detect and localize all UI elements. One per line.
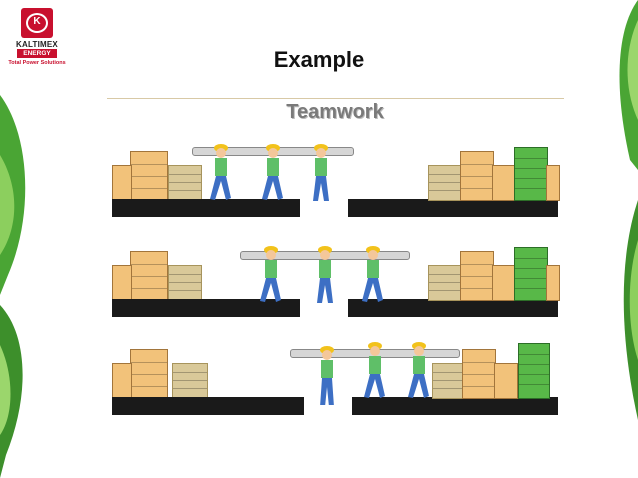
scene-row-1 [110,143,560,223]
building-right-green [514,247,548,301]
logo-tagline: Total Power Solutions [8,60,66,66]
building-left [130,251,168,301]
building-left-low [112,165,132,201]
right-ledge [348,299,558,317]
logo-emblem-icon: K [21,8,53,38]
building-right-small [428,165,462,201]
worker-figure [313,144,329,201]
left-ledge [112,397,304,415]
logo-energy-label: ENERGY [17,49,57,58]
worker-figure [408,342,429,398]
left-leaf-decoration [0,95,26,478]
building-left-low [112,265,132,301]
building-right-edge [546,265,560,301]
building-right-edge [546,165,560,201]
right-ledge [352,397,558,415]
building-right-low [492,265,516,301]
right-leaf-decoration [619,0,638,420]
teamwork-illustration: Teamwork [110,98,560,423]
building-right-green [514,147,548,201]
worker-figure [260,246,281,302]
building-right-low [494,363,518,399]
building-right-small [428,265,462,301]
building-left-small [168,265,202,301]
building-left-small [172,363,208,399]
building-right [462,349,496,399]
worker-figure [320,346,334,405]
building-right [460,251,494,301]
logo-brand-name: KALTIMEX [16,40,58,49]
worker-figure [362,246,383,302]
building-left [130,349,168,399]
building-left [130,151,168,201]
logo-monogram: K [33,16,41,27]
scene-row-3 [110,341,560,421]
company-logo: K KALTIMEX ENERGY Total Power Solutions [4,8,70,70]
scene-row-2 [110,243,560,323]
worker-figure [262,144,283,200]
worker-figure [317,246,333,303]
building-right-small [432,363,464,399]
title-divider [107,98,564,99]
building-left-low [112,363,132,399]
building-right-green [518,343,550,399]
right-ledge [348,199,558,217]
left-ledge [112,199,300,217]
building-right [460,151,494,201]
building-left-small [168,165,202,201]
slide-title: Example [273,47,365,72]
illustration-title: Teamwork [286,101,384,123]
left-ledge [112,299,300,317]
worker-figure [210,144,231,200]
building-right-low [492,165,516,201]
worker-figure [364,342,385,398]
